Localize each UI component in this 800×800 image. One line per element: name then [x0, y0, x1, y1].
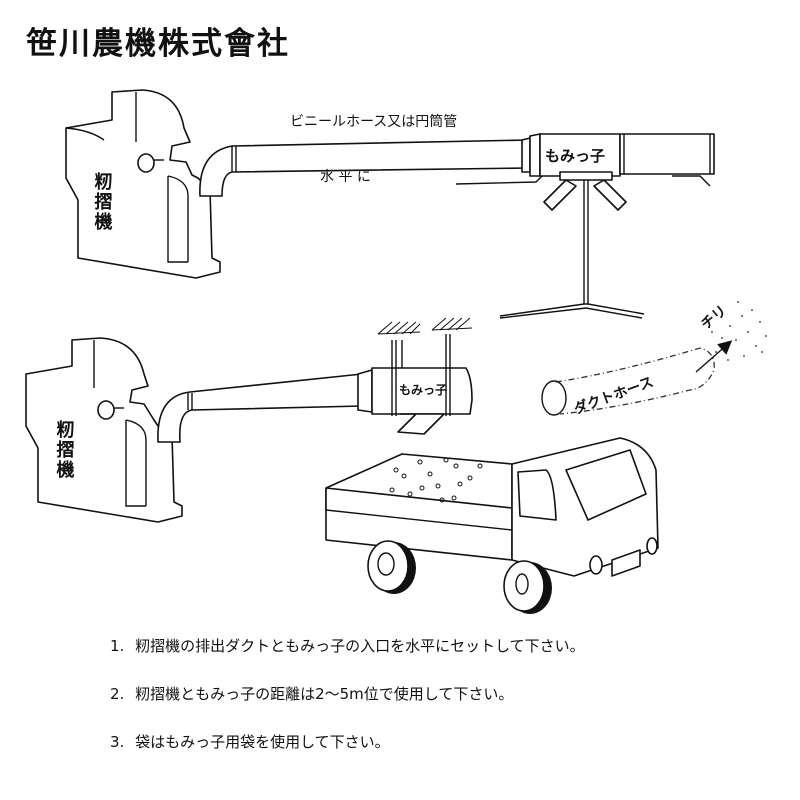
grain-particles — [389, 457, 483, 503]
bottom-momikko-device: もみっ子 — [357, 317, 473, 435]
instruction-item: 2. 籾摺機ともみっ子の距離は2〜5m位で使用して下さい。 — [110, 684, 513, 704]
top-huller-machine: 籾摺機 — [65, 89, 221, 279]
instruction-number: 2. — [110, 685, 125, 703]
top-hose — [199, 139, 529, 197]
truck — [325, 437, 659, 614]
bottom-huller-machine: 籾摺機 — [25, 337, 183, 523]
dust-label: チリ — [698, 303, 730, 333]
instruction-text: 籾摺機ともみっ子の距離は2〜5m位で使用して下さい。 — [135, 685, 514, 703]
bottom-device-label: もみっ子 — [399, 383, 447, 397]
bottom-machine-label: 籾摺機 — [54, 420, 75, 480]
duct-hose: ダクトホース チリ — [541, 301, 767, 418]
bottom-duct — [157, 373, 363, 443]
hose-label: ビニールホース又は円筒管 — [290, 113, 457, 130]
instruction-item: 1. 籾摺機の排出ダクトともみっ子の入口を水平にセットして下さい。 — [110, 636, 585, 656]
instruction-item: 3. 袋はもみっ子用袋を使用して下さい。 — [110, 732, 390, 752]
company-name: 笹川農機株式會社 — [26, 26, 290, 62]
level-label: 水 平 に — [320, 169, 371, 185]
instruction-number: 1. — [110, 637, 125, 655]
instruction-text: 籾摺機の排出ダクトともみっ子の入口を水平にセットして下さい。 — [135, 637, 585, 655]
top-device-label: もみっ子 — [545, 147, 605, 165]
instruction-text: 袋はもみっ子用袋を使用して下さい。 — [135, 733, 390, 751]
dust-particles — [711, 301, 767, 361]
instruction-number: 3. — [110, 733, 125, 751]
top-machine-label: 籾摺機 — [92, 172, 113, 232]
top-stand — [499, 180, 645, 319]
top-momikko-device: もみっ子 — [455, 133, 715, 211]
duct-hose-label: ダクトホース — [572, 373, 656, 417]
